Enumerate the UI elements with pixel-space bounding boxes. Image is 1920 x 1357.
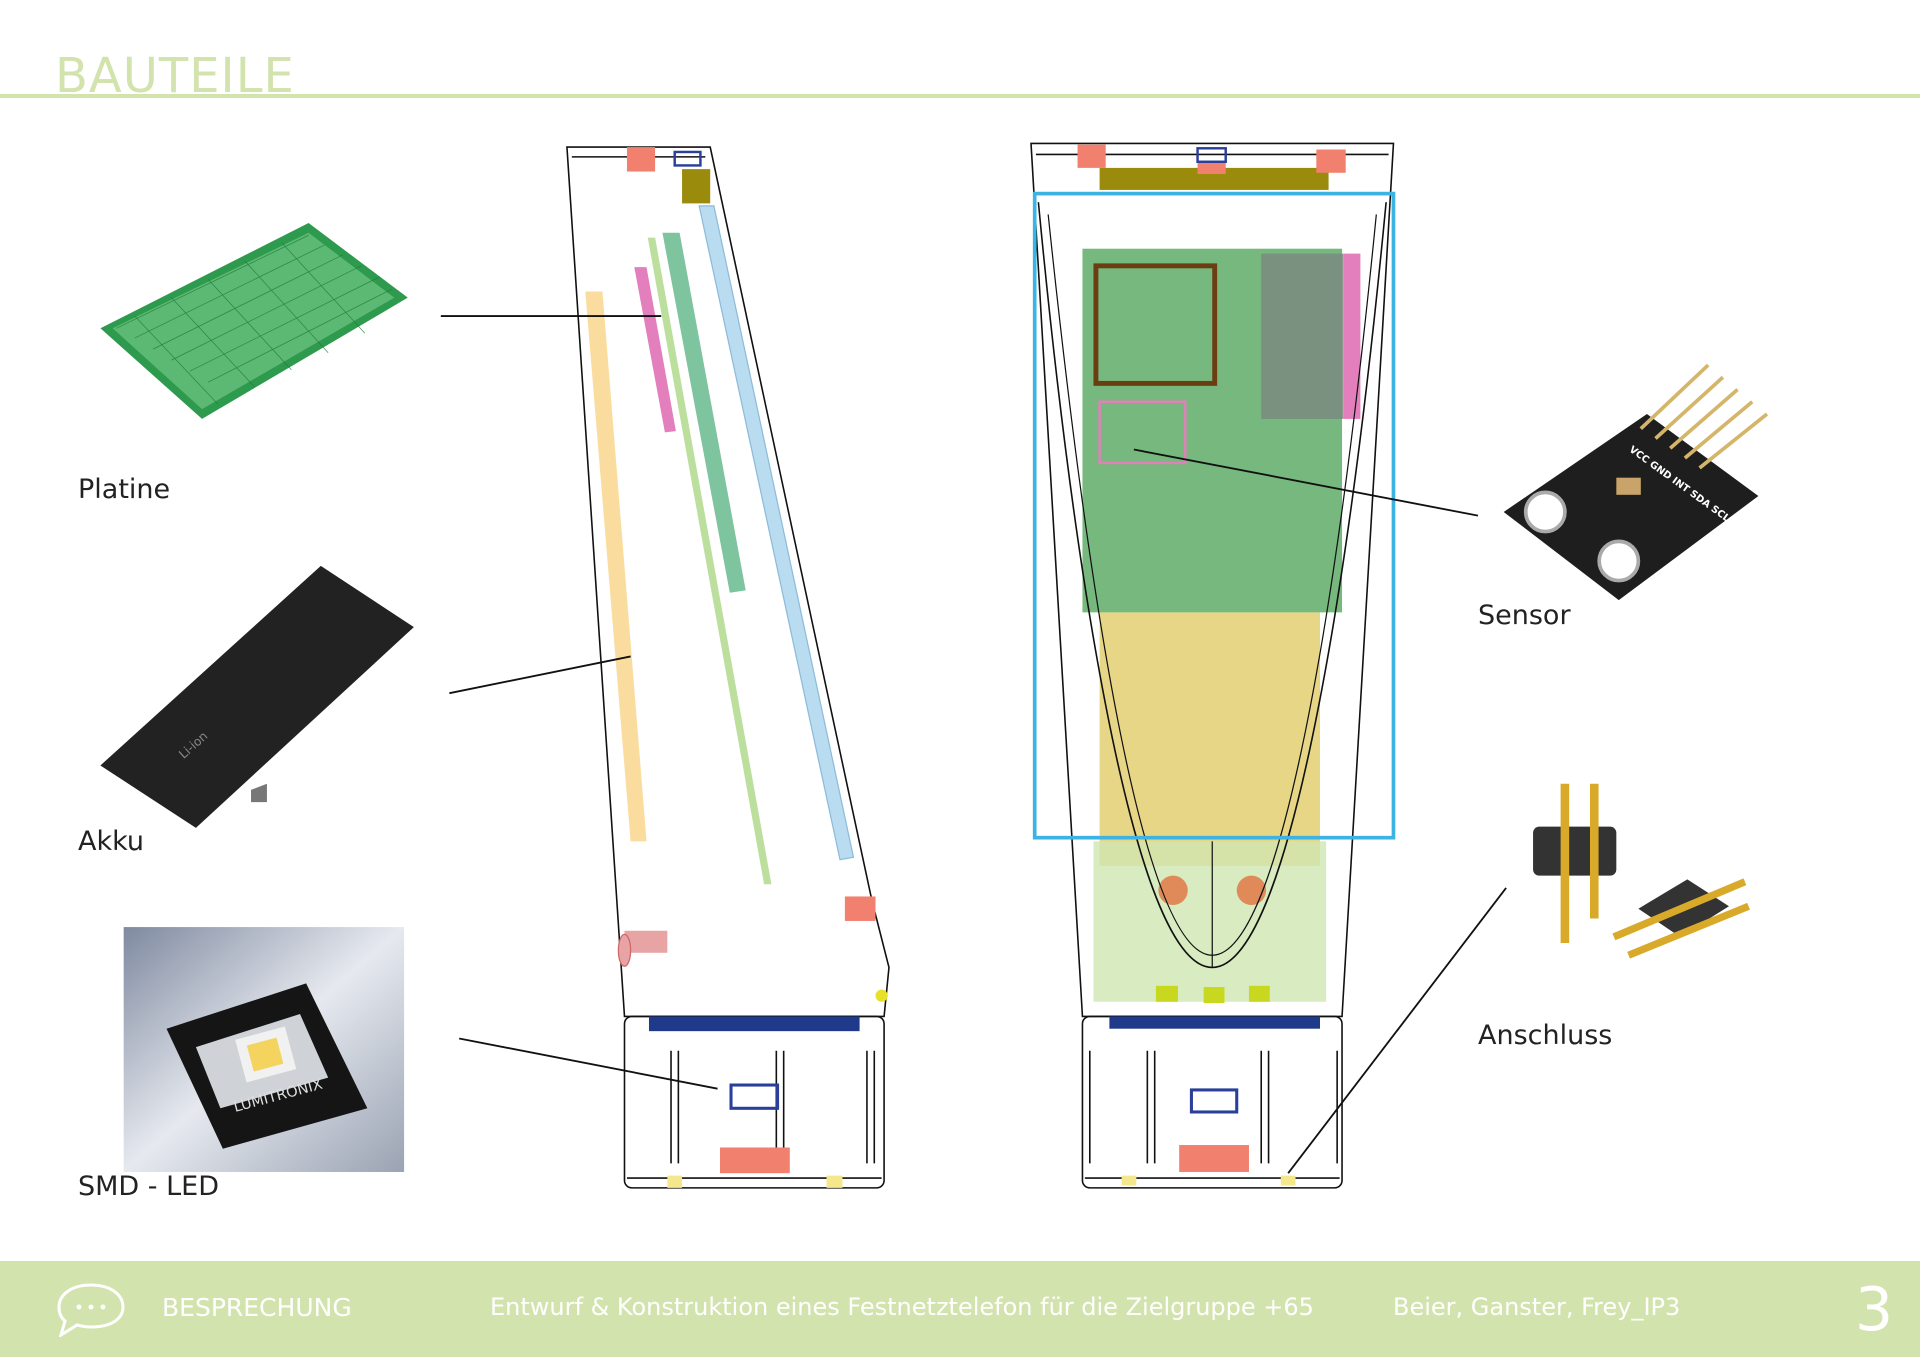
- label-anschluss: Anschluss: [1478, 1020, 1613, 1051]
- side-view-parts: [585, 147, 888, 1188]
- platine-image: [100, 222, 408, 419]
- anschluss-image: [1533, 783, 1750, 959]
- front-view-parts: [1032, 144, 1396, 1186]
- page-number: 3: [1855, 1275, 1894, 1345]
- akku-image: Li-ion: [100, 565, 414, 828]
- label-akku: Akku: [78, 826, 145, 857]
- footer-project: Entwurf & Konstruktion eines Festnetztel…: [490, 1293, 1314, 1321]
- led-image: LUMITRONIX: [123, 927, 405, 1172]
- sensor-image: VCC GND INT SDA SCL: [1503, 363, 1769, 601]
- label-sensor: Sensor: [1478, 600, 1571, 631]
- label-smd-led: SMD - LED: [78, 1171, 220, 1202]
- footer-authors: Beier, Ganster, Frey_IP3: [1393, 1293, 1681, 1321]
- title-divider: [0, 94, 1920, 98]
- leader-lines: [440, 315, 1507, 1174]
- footer-section: BESPRECHUNG: [162, 1293, 352, 1322]
- footer: BESPRECHUNG Entwurf & Konstruktion eines…: [0, 1261, 1920, 1357]
- label-platine: Platine: [78, 474, 171, 505]
- speech-bubble-icon: [57, 1283, 125, 1337]
